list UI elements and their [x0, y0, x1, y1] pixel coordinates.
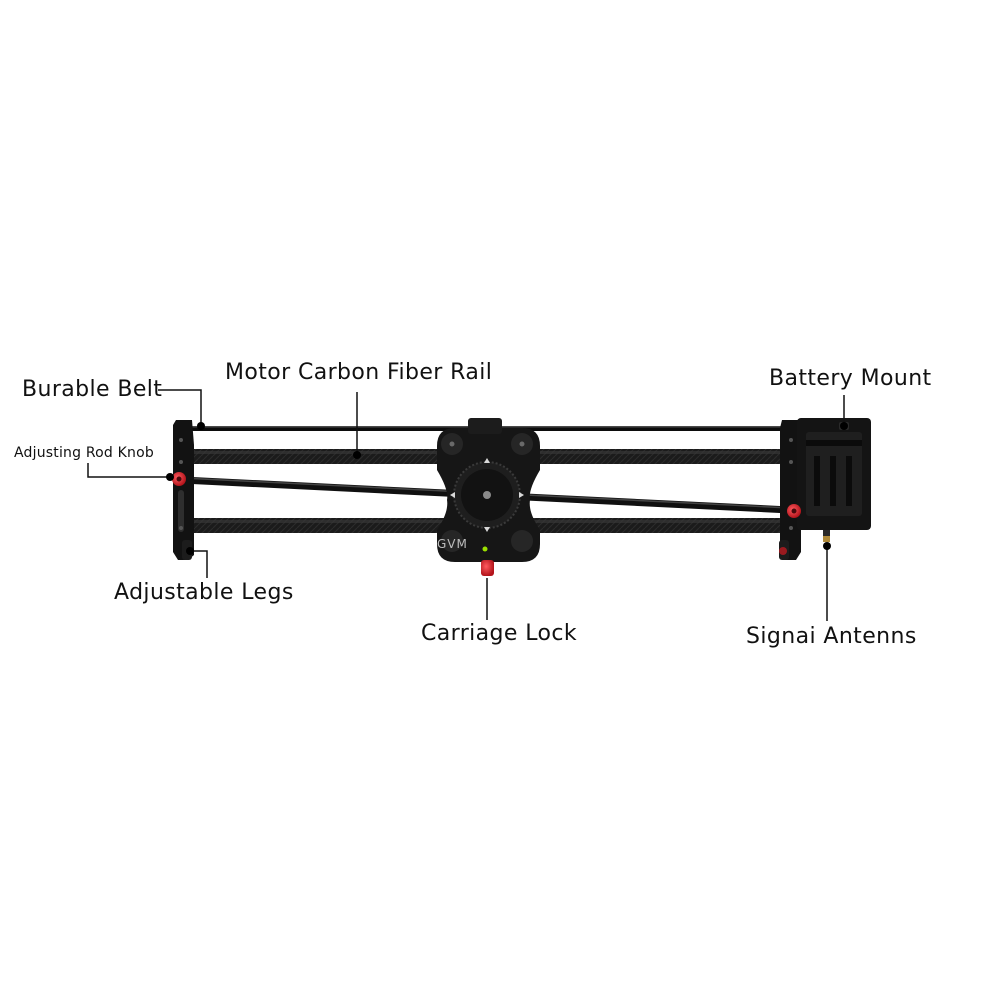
carriage-wheel: [441, 530, 463, 552]
leader-dot: [197, 422, 205, 430]
battery-top-bar: [806, 440, 862, 446]
arrow-right-icon: [519, 492, 524, 498]
leader-dot: [823, 542, 831, 550]
arrow-up-icon: [484, 458, 490, 463]
label-signal-antenna: Signai Antenns: [746, 624, 917, 649]
carriage-wheel: [511, 530, 533, 552]
leader-dot: [840, 422, 848, 430]
leader-belt: [158, 389, 202, 426]
left-screw: [179, 460, 183, 464]
right-rod-knob-center: [791, 508, 797, 514]
status-led: [482, 546, 488, 552]
label-adjustable-legs: Adjustable Legs: [114, 580, 294, 605]
carriage-wheel-hub: [519, 441, 525, 447]
carriage-lock-knob: [481, 560, 494, 576]
leader-legs: [190, 550, 208, 578]
carriage-top-tab: [468, 418, 502, 434]
left-screw: [179, 526, 183, 530]
battery-slot: [830, 456, 836, 506]
battery-slot: [814, 456, 820, 506]
adjusting-rod-knob-center: [176, 476, 182, 482]
right-end-plate: [780, 420, 801, 560]
label-carriage-lock: Carriage Lock: [421, 621, 577, 646]
pan-head-screw: [483, 491, 491, 499]
label-burable-belt: Burable Belt: [22, 377, 163, 402]
left-end-plate: [173, 420, 194, 560]
left-end-slot: [178, 490, 184, 532]
right-leg-knob: [779, 547, 787, 555]
label-adjusting-rod-knob: Adjusting Rod Knob: [14, 445, 154, 461]
left-screw: [179, 438, 183, 442]
right-screw: [789, 460, 793, 464]
signal-antenna-gold: [823, 536, 830, 542]
leader-dot: [166, 473, 174, 481]
arrow-left-icon: [450, 492, 455, 498]
leader-rod-knob: [87, 463, 170, 478]
leader-dot: [353, 451, 361, 459]
carriage-wheel-hub: [449, 441, 455, 447]
right-screw: [789, 438, 793, 442]
arrow-down-icon: [484, 527, 490, 532]
battery-slot: [846, 456, 852, 506]
leader-dot: [186, 547, 194, 555]
brand-logo: GVM: [437, 537, 468, 551]
label-motor-carbon-fiber-rail: Motor Carbon Fiber Rail: [225, 360, 493, 385]
right-screw: [789, 526, 793, 530]
label-battery-mount: Battery Mount: [769, 366, 932, 391]
